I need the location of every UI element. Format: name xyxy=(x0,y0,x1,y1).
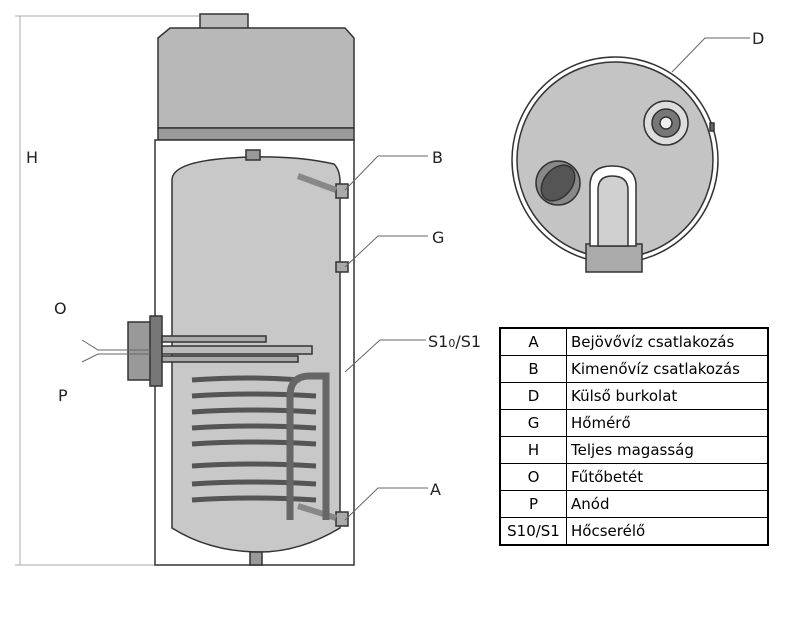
legend-code: G xyxy=(499,409,567,437)
legend-code: B xyxy=(499,355,567,383)
legend-description: Bejövővíz csatlakozás xyxy=(566,327,769,356)
legend-code: P xyxy=(499,490,567,518)
label-d: D xyxy=(752,29,764,48)
leader-lines xyxy=(81,37,750,521)
label-s10-s1: S10/S1 xyxy=(428,332,481,351)
legend-code: A xyxy=(499,327,567,356)
legend-row: P Anód xyxy=(499,490,769,518)
legend-code: O xyxy=(499,463,567,491)
legend-description: Teljes magasság xyxy=(566,436,769,464)
label-h: H xyxy=(26,148,38,167)
legend-code: D xyxy=(499,382,567,410)
label-s-end: /S1 xyxy=(455,332,481,351)
legend-description: Anód xyxy=(566,490,769,518)
heater-side-view xyxy=(127,13,355,566)
legend-code: H xyxy=(499,436,567,464)
label-s-sub: 0 xyxy=(448,337,455,350)
legend-code: S10/S1 xyxy=(499,517,567,546)
height-dimension xyxy=(15,15,200,566)
legend-description: Hőcserélő xyxy=(566,517,769,546)
legend-description: Hőmérő xyxy=(566,409,769,437)
heater-top-view xyxy=(511,56,719,273)
label-p: P xyxy=(58,386,68,405)
label-g: G xyxy=(432,228,444,247)
legend-description: Fűtőbetét xyxy=(566,463,769,491)
label-b: B xyxy=(432,148,443,167)
label-a: A xyxy=(430,480,441,499)
label-s-main: S1 xyxy=(428,332,448,351)
legend-description: Kimenővíz csatlakozás xyxy=(566,355,769,383)
label-o: O xyxy=(54,299,67,318)
legend-description: Külső burkolat xyxy=(566,382,769,410)
